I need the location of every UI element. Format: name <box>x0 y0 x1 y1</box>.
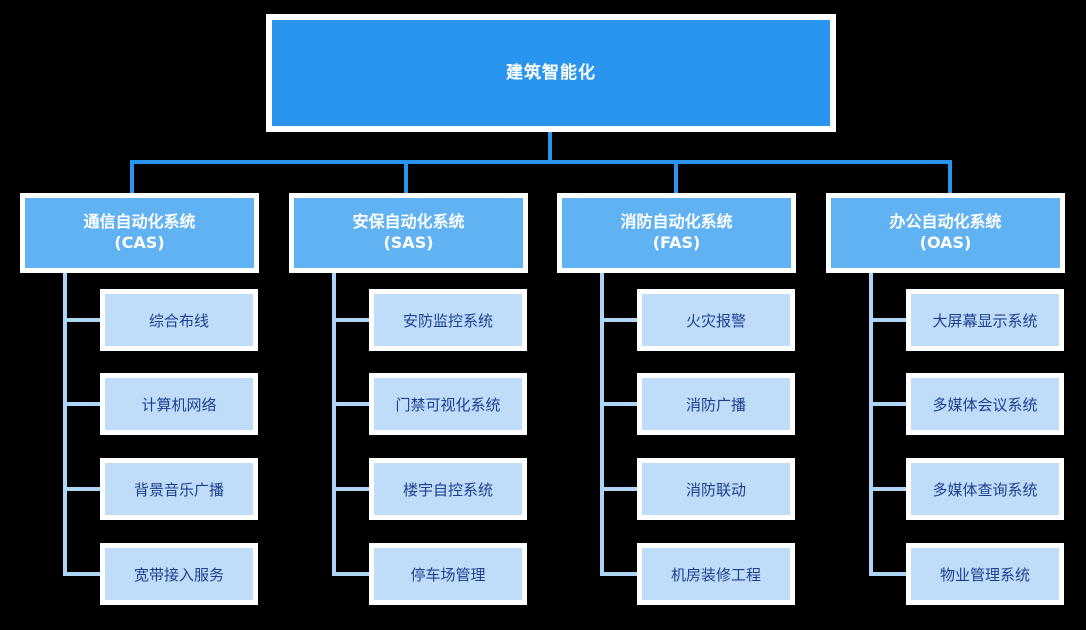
connector-trunk-sas <box>332 273 336 576</box>
leaf-node-fas-1-label: 火灾报警 <box>642 294 790 346</box>
leaf-node-oas-2[interactable]: 多媒体会议系统 <box>906 373 1064 435</box>
connector-drop-branch-4 <box>948 160 952 195</box>
connector-trunk-fas <box>600 273 604 576</box>
branch-node-oas[interactable]: 办公自动化系统 (OAS) <box>826 193 1065 273</box>
connector-elbow-cas-4 <box>63 572 102 576</box>
connector-elbow-cas-3 <box>63 487 102 491</box>
leaf-node-fas-2-label: 消防广播 <box>642 378 790 430</box>
connector-elbow-cas-2 <box>63 402 102 406</box>
connector-elbow-oas-1 <box>869 318 908 322</box>
leaf-node-cas-1-label: 综合布线 <box>105 294 253 346</box>
branch-node-cas-title: 通信自动化系统 <box>83 212 196 232</box>
leaf-node-oas-3-label: 多媒体查询系统 <box>911 463 1059 515</box>
branch-node-oas-title: 办公自动化系统 <box>889 212 1002 232</box>
leaf-node-cas-4[interactable]: 宽带接入服务 <box>100 543 258 605</box>
connector-elbow-sas-1 <box>332 318 371 322</box>
connector-elbow-fas-3 <box>600 487 639 491</box>
branch-node-sas[interactable]: 安保自动化系统 (SAS) <box>289 193 528 273</box>
leaf-node-oas-2-label: 多媒体会议系统 <box>911 378 1059 430</box>
leaf-node-cas-3-label: 背景音乐广播 <box>105 463 253 515</box>
leaf-node-cas-2[interactable]: 计算机网络 <box>100 373 258 435</box>
branch-node-sas-abbr: (SAS) <box>383 233 434 252</box>
leaf-node-cas-4-label: 宽带接入服务 <box>105 548 253 600</box>
leaf-node-fas-3-label: 消防联动 <box>642 463 790 515</box>
leaf-node-sas-3[interactable]: 楼宇自控系统 <box>369 458 527 520</box>
leaf-node-oas-1-label: 大屏幕显示系统 <box>911 294 1059 346</box>
branch-node-fas-abbr: (FAS) <box>652 233 701 252</box>
connector-elbow-oas-3 <box>869 487 908 491</box>
connector-elbow-sas-4 <box>332 572 371 576</box>
branch-node-sas-title: 安保自动化系统 <box>352 212 465 232</box>
leaf-node-sas-4-label: 停车场管理 <box>374 548 522 600</box>
leaf-node-sas-2[interactable]: 门禁可视化系统 <box>369 373 527 435</box>
connector-elbow-oas-4 <box>869 572 908 576</box>
leaf-node-fas-4-label: 机房装修工程 <box>642 548 790 600</box>
connector-root-bus <box>130 160 952 164</box>
connector-elbow-fas-2 <box>600 402 639 406</box>
leaf-node-fas-3[interactable]: 消防联动 <box>637 458 795 520</box>
connector-root-stem <box>548 132 552 162</box>
leaf-node-fas-2[interactable]: 消防广播 <box>637 373 795 435</box>
leaf-node-cas-1[interactable]: 综合布线 <box>100 289 258 351</box>
connector-elbow-cas-1 <box>63 318 102 322</box>
branch-node-fas-title: 消防自动化系统 <box>620 212 733 232</box>
leaf-node-sas-1[interactable]: 安防监控系统 <box>369 289 527 351</box>
root-node-label: 建筑智能化 <box>272 20 830 126</box>
connector-drop-branch-2 <box>404 160 408 195</box>
leaf-node-oas-3[interactable]: 多媒体查询系统 <box>906 458 1064 520</box>
connector-drop-branch-3 <box>674 160 678 195</box>
root-node-building-intelligence[interactable]: 建筑智能化 <box>266 14 836 132</box>
leaf-node-fas-4[interactable]: 机房装修工程 <box>637 543 795 605</box>
leaf-node-sas-2-label: 门禁可视化系统 <box>374 378 522 430</box>
connector-trunk-oas <box>869 273 873 576</box>
connector-trunk-cas <box>63 273 67 576</box>
leaf-node-fas-1[interactable]: 火灾报警 <box>637 289 795 351</box>
leaf-node-sas-1-label: 安防监控系统 <box>374 294 522 346</box>
branch-node-fas[interactable]: 消防自动化系统 (FAS) <box>557 193 796 273</box>
connector-elbow-sas-2 <box>332 402 371 406</box>
leaf-node-sas-3-label: 楼宇自控系统 <box>374 463 522 515</box>
branch-node-cas-abbr: (CAS) <box>114 233 165 252</box>
branch-node-cas[interactable]: 通信自动化系统 (CAS) <box>20 193 259 273</box>
leaf-node-oas-4-label: 物业管理系统 <box>911 548 1059 600</box>
leaf-node-oas-4[interactable]: 物业管理系统 <box>906 543 1064 605</box>
connector-elbow-fas-4 <box>600 572 639 576</box>
connector-drop-branch-1 <box>130 160 134 195</box>
leaf-node-cas-2-label: 计算机网络 <box>105 378 253 430</box>
branch-node-oas-abbr: (OAS) <box>919 233 972 252</box>
leaf-node-cas-3[interactable]: 背景音乐广播 <box>100 458 258 520</box>
connector-elbow-oas-2 <box>869 402 908 406</box>
connector-elbow-sas-3 <box>332 487 371 491</box>
leaf-node-sas-4[interactable]: 停车场管理 <box>369 543 527 605</box>
leaf-node-oas-1[interactable]: 大屏幕显示系统 <box>906 289 1064 351</box>
connector-elbow-fas-1 <box>600 318 639 322</box>
